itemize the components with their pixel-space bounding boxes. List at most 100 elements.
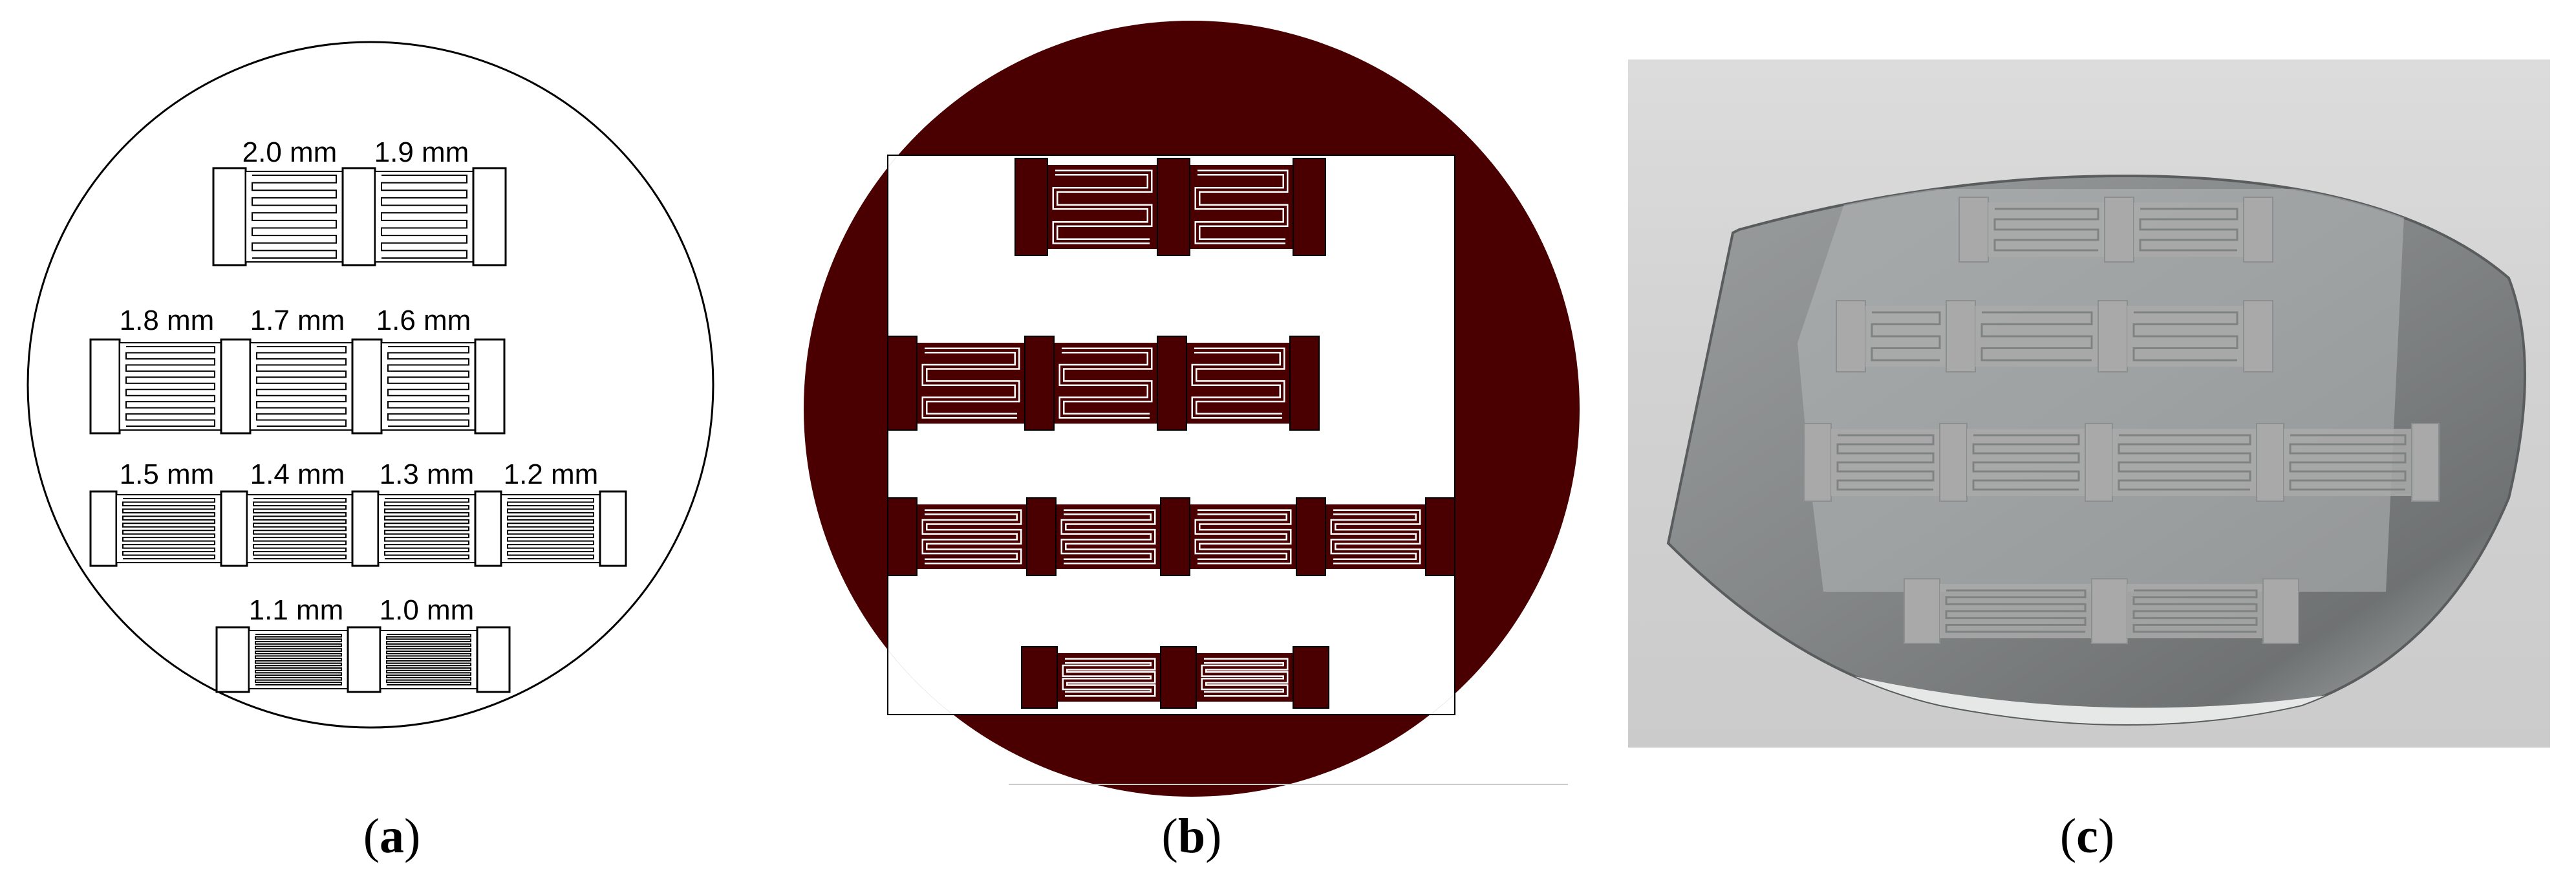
photo-contact-pad: [2098, 300, 2128, 372]
heater-meander: [256, 346, 347, 427]
heater-outline: [380, 630, 478, 689]
caption-c: (c): [2059, 809, 2115, 863]
photo-heater-patterns: [1803, 197, 2440, 644]
label-1-4-mm: 1.4 mm: [250, 458, 345, 490]
contact-pad: [472, 167, 507, 266]
mask-meander-inner: [923, 511, 1020, 563]
mask-meander-inner: [1332, 511, 1419, 563]
mask-contact-pad: [1293, 646, 1329, 709]
heater-outline: [374, 171, 474, 263]
contact-pad: [215, 626, 250, 693]
heater-outline: [119, 342, 222, 431]
label-1-0-mm: 1.0 mm: [380, 594, 475, 626]
mask-contact-pad: [1160, 646, 1197, 709]
photo-meander: [2118, 434, 2251, 491]
mask-meander-inner: [1196, 511, 1290, 563]
mask-contact-pad: [1014, 158, 1048, 256]
heater-meander: [255, 634, 342, 685]
contact-pad: [474, 338, 506, 435]
contact-pad: [89, 490, 118, 567]
mask-contact-pad: [887, 497, 918, 576]
mask-contact-pad: [1157, 158, 1190, 256]
mask-meander-inner: [1203, 660, 1287, 695]
label-1-1-mm: 1.1 mm: [249, 594, 344, 626]
contact-pad: [220, 338, 252, 435]
photo-meander: [2132, 589, 2258, 633]
photo-contact-pad: [1939, 423, 1968, 502]
heater-meander: [122, 498, 215, 559]
photo-contact-pad: [1803, 423, 1832, 502]
mask-meander-inner: [1064, 660, 1154, 695]
mask-contact-pad: [1289, 336, 1320, 431]
heater-meander: [507, 498, 594, 559]
photo-meander: [2139, 208, 2238, 252]
photo-meander: [1836, 434, 1935, 491]
mask-contact-pad: [1293, 158, 1326, 256]
mask-meander-inner: [1060, 349, 1151, 417]
photo-contact-pad: [2256, 423, 2284, 502]
heater-meander: [386, 634, 471, 685]
photo-contact-pad: [2411, 423, 2440, 502]
contact-pad: [220, 490, 248, 567]
photo-contact-pad: [2243, 197, 2273, 263]
photo-contact-pad: [1836, 300, 1866, 372]
photo-contact-pad: [1959, 197, 1989, 263]
mask-contact-pad: [1021, 646, 1058, 709]
width-labels: 2.0 mm 1.9 mm 1.8 mm 1.7 mm 1.6 mm 1.5 m…: [120, 136, 599, 626]
mask-frame-outline: [887, 155, 1455, 715]
mask-meander-inner: [923, 349, 1018, 417]
caption-a: (a): [363, 809, 421, 863]
mask-contact-pad: [1160, 497, 1190, 576]
heater-meander: [252, 175, 337, 259]
photo-contact-pad: [1904, 578, 1940, 644]
contact-pad: [351, 338, 383, 435]
mask-contact-pad: [1157, 336, 1187, 431]
photo-contact-pad: [2091, 578, 2128, 644]
photo-contact-pad: [1946, 300, 1976, 372]
mask-meander-inner: [1062, 511, 1154, 563]
photo-meander: [2132, 311, 2238, 361]
contact-pad: [351, 490, 380, 567]
heater-rows: [89, 167, 627, 693]
heater-meander: [384, 498, 469, 559]
photo-meander: [1945, 589, 2087, 633]
contact-pad: [212, 167, 247, 266]
label-1-7-mm: 1.7 mm: [250, 305, 345, 336]
label-1-6-mm: 1.6 mm: [376, 305, 471, 336]
mask-heater-patterns: [887, 158, 1455, 709]
photo-meander: [1871, 311, 1941, 361]
heater-meander: [253, 498, 347, 559]
mask-meander-inner: [1196, 171, 1287, 243]
contact-pad: [341, 167, 376, 266]
mask-contact-pad: [1296, 497, 1326, 576]
photo-meander: [1972, 434, 2080, 491]
heater-meander: [387, 346, 469, 427]
heater-meander: [381, 175, 467, 259]
photo-meander: [1980, 311, 2093, 361]
mask-meander-inner: [1054, 171, 1151, 243]
contact-pad: [599, 490, 627, 567]
photo-contact-pad: [2262, 578, 2299, 644]
label-2-0-mm: 2.0 mm: [242, 136, 338, 168]
heater-meander: [125, 346, 215, 427]
label-1-2-mm: 1.2 mm: [504, 458, 599, 490]
photo-contact-pad: [2104, 197, 2134, 263]
label-1-9-mm: 1.9 mm: [374, 136, 469, 168]
photo-contact-pad: [2085, 423, 2113, 502]
contact-pad: [89, 338, 121, 435]
label-1-8-mm: 1.8 mm: [120, 305, 215, 336]
contact-pad: [476, 626, 511, 693]
wafer-outline: [27, 41, 714, 729]
caption-b: (b): [1161, 809, 1222, 863]
mask-contact-pad: [1026, 497, 1057, 576]
contact-pad: [347, 626, 381, 693]
heater-outline: [248, 630, 349, 689]
photo-contact-pad: [2243, 300, 2273, 372]
wafer-bright-edge: [1798, 666, 2354, 724]
label-1-3-mm: 1.3 mm: [380, 458, 475, 490]
photo-meander: [1993, 208, 2099, 252]
